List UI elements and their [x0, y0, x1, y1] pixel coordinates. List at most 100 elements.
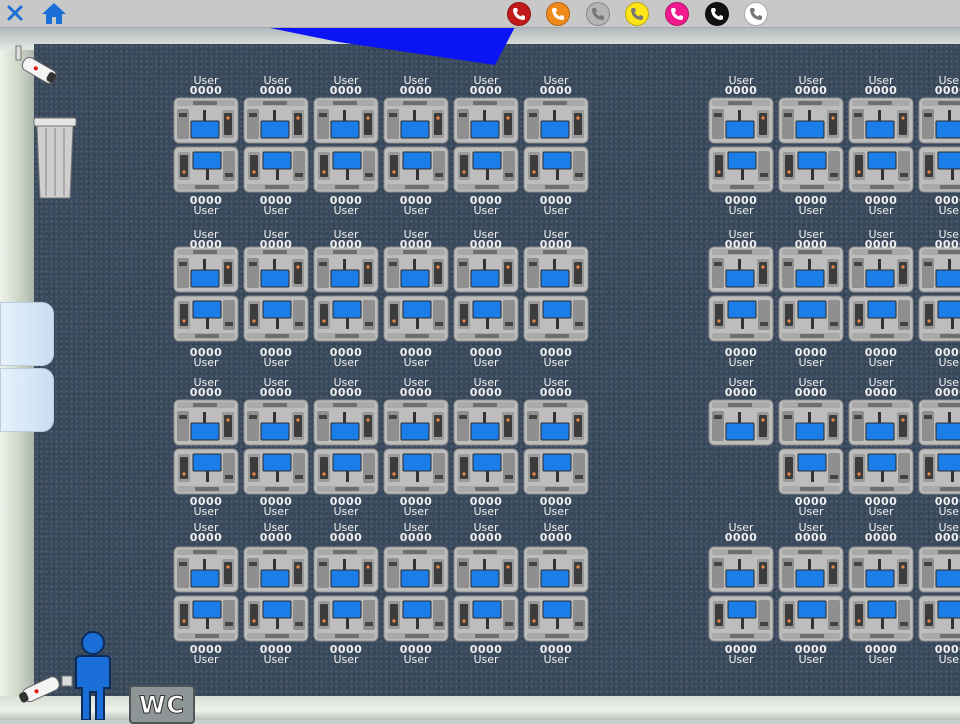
desk-workstation[interactable]: [453, 146, 519, 193]
desk-workstation[interactable]: [918, 295, 960, 342]
desk-workstation[interactable]: [313, 97, 379, 144]
desk-number-label: 0000: [189, 386, 223, 399]
desk-workstation[interactable]: [918, 246, 960, 293]
desk-workstation[interactable]: [173, 399, 239, 446]
desk-workstation[interactable]: [918, 595, 960, 642]
desk-workstation[interactable]: [778, 448, 844, 495]
desk-workstation[interactable]: [383, 448, 449, 495]
desk-workstation[interactable]: [243, 546, 309, 593]
person-icon[interactable]: [70, 630, 116, 721]
desk-workstation[interactable]: [453, 97, 519, 144]
desk-workstation[interactable]: [313, 399, 379, 446]
desk-user-label: User: [728, 356, 754, 369]
desk-workstation[interactable]: [848, 399, 914, 446]
desk-workstation[interactable]: [173, 246, 239, 293]
desk-workstation[interactable]: [848, 246, 914, 293]
desk-number-label: 0000: [794, 495, 828, 508]
side-panel-lower[interactable]: [0, 368, 54, 432]
desk-workstation[interactable]: [918, 146, 960, 193]
phone-status-button[interactable]: [665, 2, 689, 26]
desk-workstation[interactable]: [778, 546, 844, 593]
desk-workstation[interactable]: [313, 448, 379, 495]
desk-workstation[interactable]: [523, 399, 589, 446]
desk-workstation[interactable]: [778, 295, 844, 342]
desk-workstation[interactable]: [383, 246, 449, 293]
desk-number-label: 0000: [724, 386, 758, 399]
desk-workstation[interactable]: [173, 448, 239, 495]
desk-workstation[interactable]: [708, 295, 774, 342]
desk-workstation[interactable]: [918, 546, 960, 593]
desk-workstation[interactable]: [708, 97, 774, 144]
phone-status-button[interactable]: [744, 2, 768, 26]
desk-workstation[interactable]: [708, 246, 774, 293]
desk-workstation[interactable]: [173, 97, 239, 144]
desk-workstation[interactable]: [848, 448, 914, 495]
desk-workstation[interactable]: [918, 448, 960, 495]
desk-workstation[interactable]: [918, 399, 960, 446]
desk-user-label: User: [263, 74, 289, 87]
close-icon[interactable]: [4, 0, 26, 26]
desk-workstation[interactable]: [523, 246, 589, 293]
phone-status-button[interactable]: [586, 2, 610, 26]
desk-workstation[interactable]: [383, 546, 449, 593]
desk-workstation[interactable]: [918, 97, 960, 144]
desk-workstation[interactable]: [383, 399, 449, 446]
desk-workstation[interactable]: [848, 97, 914, 144]
desk-workstation[interactable]: [778, 595, 844, 642]
desk-workstation[interactable]: [453, 448, 519, 495]
desk-workstation[interactable]: [778, 399, 844, 446]
desk-workstation[interactable]: [313, 146, 379, 193]
desk-workstation[interactable]: [383, 146, 449, 193]
desk-workstation[interactable]: [313, 546, 379, 593]
phone-status-button[interactable]: [546, 2, 570, 26]
desk-workstation[interactable]: [523, 546, 589, 593]
desk-workstation[interactable]: [453, 295, 519, 342]
desk-workstation[interactable]: [243, 595, 309, 642]
desk-workstation[interactable]: [173, 546, 239, 593]
desk-workstation[interactable]: [848, 595, 914, 642]
desk-workstation[interactable]: [313, 295, 379, 342]
desk-workstation[interactable]: [778, 146, 844, 193]
desk-workstation[interactable]: [708, 595, 774, 642]
side-panel-upper[interactable]: [0, 302, 54, 366]
desk-workstation[interactable]: [243, 146, 309, 193]
desk-workstation[interactable]: [848, 146, 914, 193]
desk-workstation[interactable]: [848, 546, 914, 593]
desk-workstation[interactable]: [313, 595, 379, 642]
desk-workstation[interactable]: [523, 97, 589, 144]
desk-workstation[interactable]: [778, 246, 844, 293]
desk-workstation[interactable]: [313, 246, 379, 293]
desk-workstation[interactable]: [708, 546, 774, 593]
security-camera-bottom-icon[interactable]: [16, 668, 76, 708]
desk-workstation[interactable]: [848, 295, 914, 342]
desk-workstation[interactable]: [383, 295, 449, 342]
phone-status-button[interactable]: [625, 2, 649, 26]
desk-workstation[interactable]: [173, 295, 239, 342]
desk-workstation[interactable]: [173, 595, 239, 642]
desk-workstation[interactable]: [523, 448, 589, 495]
phone-status-button[interactable]: [507, 2, 531, 26]
desk-workstation[interactable]: [523, 146, 589, 193]
desk-workstation[interactable]: [173, 146, 239, 193]
desk-workstation[interactable]: [708, 146, 774, 193]
desk-workstation[interactable]: [453, 595, 519, 642]
desk-workstation[interactable]: [708, 399, 774, 446]
desk-workstation[interactable]: [453, 546, 519, 593]
desk-workstation[interactable]: [453, 399, 519, 446]
security-camera-icon[interactable]: [10, 44, 62, 92]
desk-workstation[interactable]: [243, 295, 309, 342]
desk-workstation[interactable]: [243, 246, 309, 293]
desk-number-label: 0000: [399, 84, 433, 97]
desk-workstation[interactable]: [383, 595, 449, 642]
desk-workstation[interactable]: [523, 295, 589, 342]
desk-workstation[interactable]: [778, 97, 844, 144]
desk-workstation[interactable]: [453, 246, 519, 293]
desk-workstation[interactable]: [523, 595, 589, 642]
desk-workstation[interactable]: [243, 97, 309, 144]
desk-workstation[interactable]: [383, 97, 449, 144]
phone-icon: [513, 8, 525, 20]
phone-status-button[interactable]: [705, 2, 729, 26]
desk-workstation[interactable]: [243, 399, 309, 446]
desk-workstation[interactable]: [243, 448, 309, 495]
home-icon[interactable]: [40, 0, 68, 26]
